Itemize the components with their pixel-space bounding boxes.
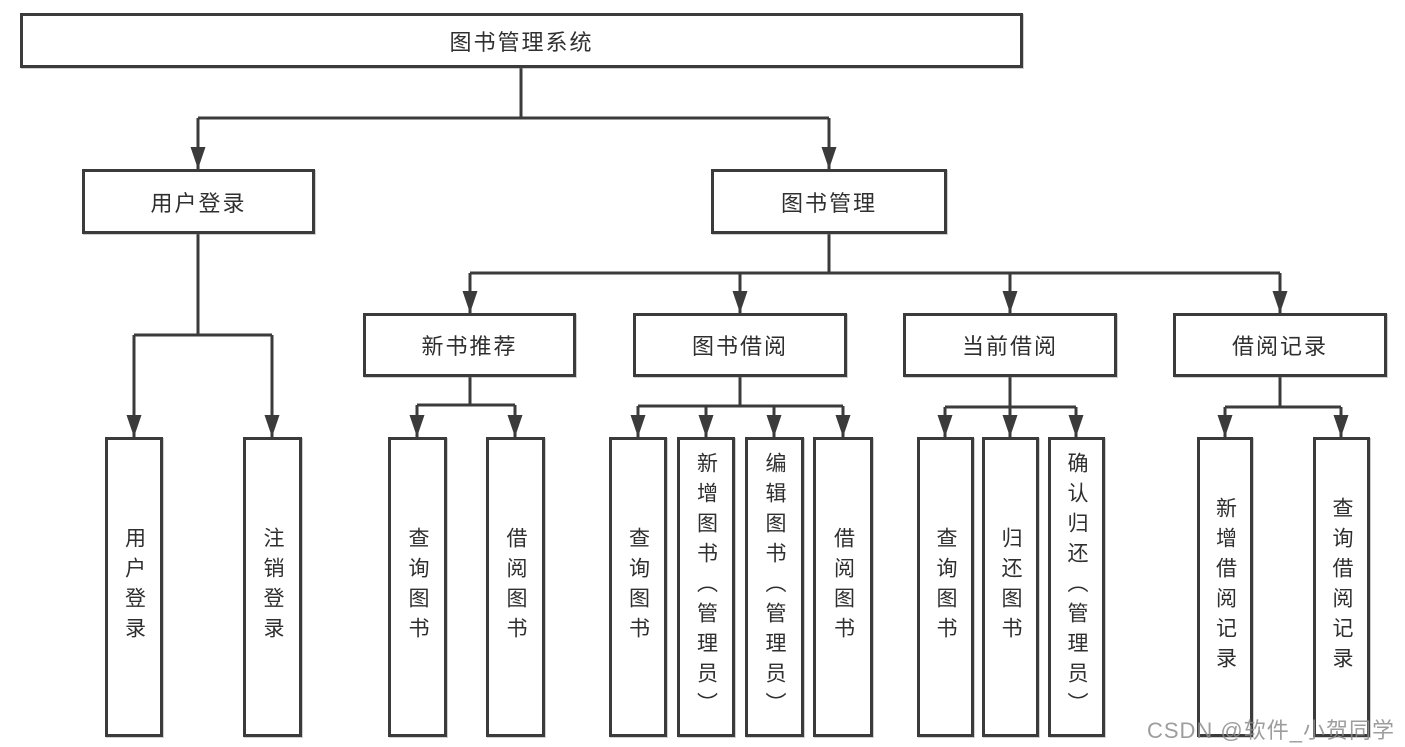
leaf-add-books-admin: 新增图书（管理员） bbox=[677, 437, 735, 737]
leaf-borrow-books-recommend: 借阅图书 bbox=[486, 437, 545, 737]
node-book-management: 图书管理 bbox=[711, 169, 947, 234]
leaf-query-books-current: 查询图书 bbox=[917, 437, 974, 737]
leaf-edit-books-admin: 编辑图书（管理员） bbox=[745, 437, 804, 737]
node-borrow-records: 借阅记录 bbox=[1173, 313, 1387, 377]
node-new-book-recommend: 新书推荐 bbox=[363, 313, 576, 377]
leaf-return-books: 归还图书 bbox=[982, 437, 1039, 737]
csdn-watermark: CSDN @软件_小贺同学 bbox=[1146, 718, 1395, 743]
leaf-add-borrow-record: 新增借阅记录 bbox=[1197, 437, 1253, 737]
node-book-borrow: 图书借阅 bbox=[633, 313, 847, 377]
leaf-query-books-recommend: 查询图书 bbox=[388, 437, 447, 737]
leaf-query-books-borrow: 查询图书 bbox=[609, 437, 667, 737]
node-current-borrow: 当前借阅 bbox=[903, 313, 1117, 377]
node-library-system: 图书管理系统 bbox=[20, 13, 1023, 68]
leaf-user-login: 用户登录 bbox=[105, 437, 163, 737]
leaf-confirm-return-admin: 确认归还（管理员） bbox=[1048, 437, 1105, 737]
leaf-logout: 注销登录 bbox=[243, 437, 302, 737]
node-user-login: 用户登录 bbox=[82, 169, 315, 234]
leaf-borrow-books: 借阅图书 bbox=[813, 437, 873, 737]
leaf-query-borrow-record: 查询借阅记录 bbox=[1313, 437, 1370, 737]
